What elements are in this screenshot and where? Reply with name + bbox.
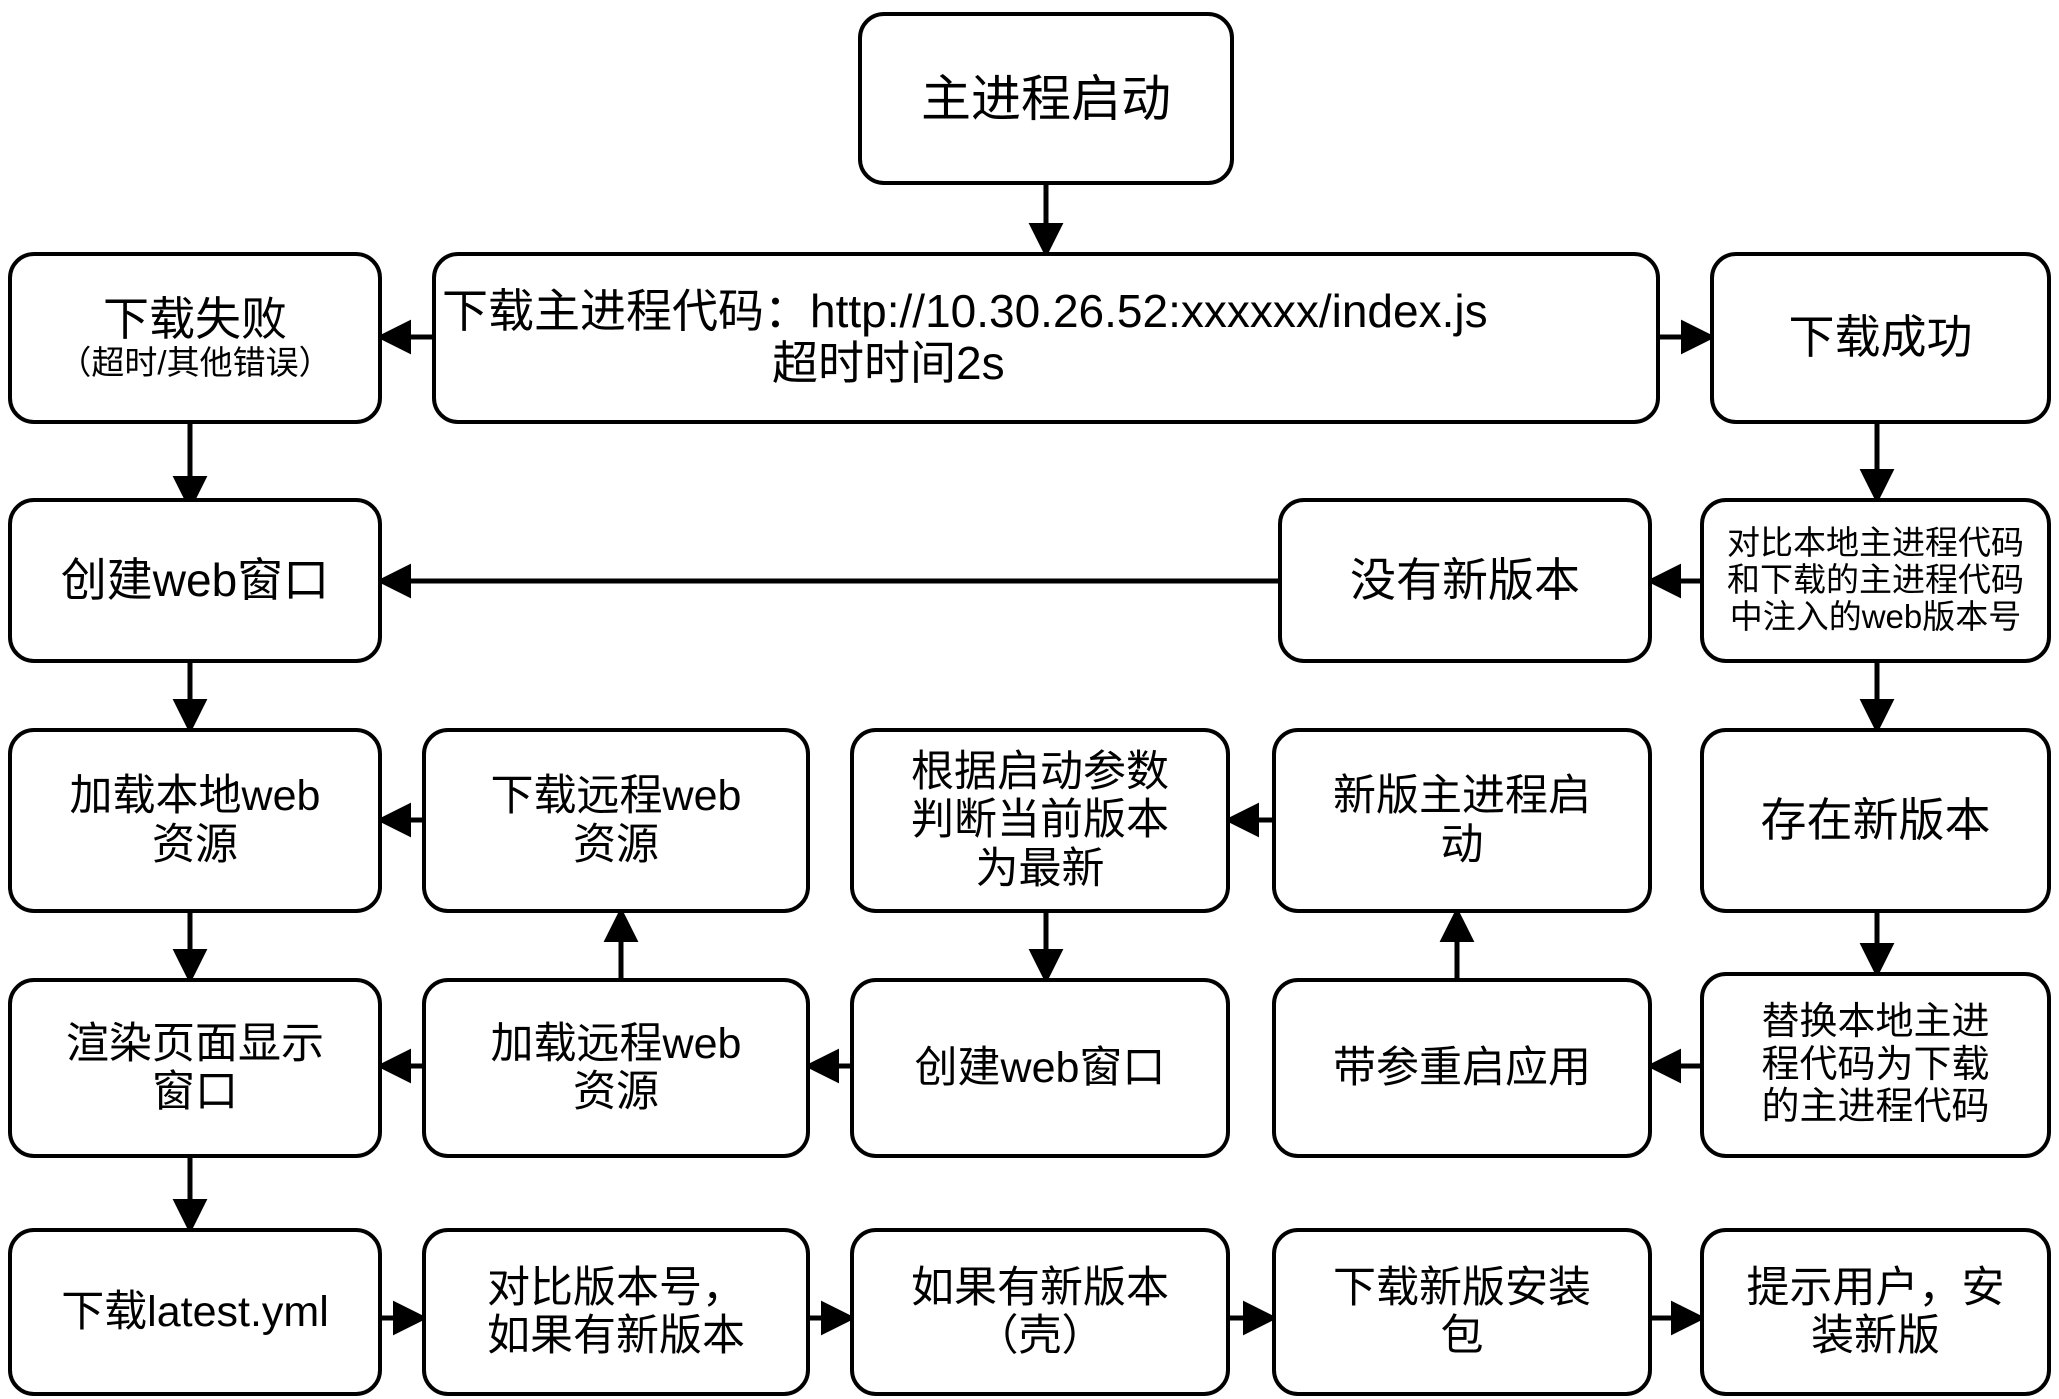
node-label: 加载本地web 资源 (69, 772, 321, 869)
node-label: 如果有新版本 （壳） (911, 1263, 1169, 1360)
node-label: 新版主进程启 动 (1333, 772, 1591, 869)
node-compare-web-version[interactable]: 对比本地主进程代码 和下载的主进程代码 中注入的web版本号 (1700, 498, 2051, 663)
node-download-success[interactable]: 下载成功 (1710, 252, 2051, 424)
node-render-page-window[interactable]: 渲染页面显示 窗口 (8, 978, 382, 1158)
node-label: 创建web窗口 (60, 553, 330, 606)
node-download-new-installer[interactable]: 下载新版安装 包 (1272, 1228, 1652, 1396)
node-label: 对比版本号， 如果有新版本 (487, 1263, 745, 1360)
node-label-line2: 超时时间2s (772, 337, 1005, 389)
node-replace-local-main-code[interactable]: 替换本地主进 程代码为下载 的主进程代码 (1700, 972, 2051, 1158)
node-label: 根据启动参数 判断当前版本 为最新 (911, 748, 1169, 893)
node-label: 下载成功 (1788, 311, 1973, 364)
node-label: 替换本地主进 程代码为下载 的主进程代码 (1761, 1001, 1990, 1129)
node-if-new-version-shell[interactable]: 如果有新版本 （壳） (850, 1228, 1230, 1396)
node-label: 带参重启应用 (1333, 1043, 1591, 1092)
node-download-main-code[interactable]: 下载主进程代码：http://10.30.26.52:xxxxxx/index.… (432, 252, 1660, 424)
node-load-local-web-resource[interactable]: 加载本地web 资源 (8, 728, 382, 913)
node-label: 对比本地主进程代码 和下载的主进程代码 中注入的web版本号 (1727, 524, 2024, 635)
node-create-web-window-1[interactable]: 创建web窗口 (8, 498, 382, 663)
node-label: 加载远程web 资源 (490, 1019, 742, 1116)
node-download-remote-web[interactable]: 下载远程web 资源 (422, 728, 810, 913)
node-label: 没有新版本 (1350, 553, 1580, 606)
node-label: 下载新版安装 包 (1333, 1263, 1591, 1360)
node-download-latest-yml[interactable]: 下载latest.yml (8, 1228, 382, 1396)
node-load-remote-web-resource[interactable]: 加载远程web 资源 (422, 978, 810, 1158)
node-prompt-user-install[interactable]: 提示用户，安 装新版 (1700, 1228, 2051, 1396)
node-no-new-version[interactable]: 没有新版本 (1278, 498, 1652, 663)
node-label: 存在新版本 (1760, 793, 1991, 846)
node-new-main-process-start[interactable]: 新版主进程启 动 (1272, 728, 1652, 913)
node-label: 提示用户，安 装新版 (1746, 1263, 2005, 1360)
node-label-line1: 下载主进程代码：http://10.30.26.52:xxxxxx/index.… (442, 286, 1488, 338)
node-label: 下载远程web 资源 (490, 772, 742, 869)
node-label: 主进程启动 (921, 70, 1171, 127)
node-restart-with-args[interactable]: 带参重启应用 (1272, 978, 1652, 1158)
node-has-new-version[interactable]: 存在新版本 (1700, 728, 2051, 913)
node-judge-current-is-latest[interactable]: 根据启动参数 判断当前版本 为最新 (850, 728, 1230, 913)
node-label: 下载latest.yml (61, 1287, 329, 1336)
node-compare-version-number[interactable]: 对比版本号， 如果有新版本 (422, 1228, 810, 1396)
node-label: 渲染页面显示 窗口 (66, 1019, 324, 1116)
download-main-code-url: http://10.30.26.52:xxxxxx/index.js (810, 285, 1488, 338)
node-download-failed[interactable]: 下载失败 （超时/其他错误） (8, 252, 382, 424)
node-label: 创建web窗口 (914, 1043, 1166, 1092)
node-sublabel: （超时/其他错误） (58, 344, 332, 382)
node-create-web-window-2[interactable]: 创建web窗口 (850, 978, 1230, 1158)
download-main-code-prefix: 下载主进程代码： (442, 285, 810, 338)
node-label: 下载失败 (103, 292, 287, 345)
node-main-process-start[interactable]: 主进程启动 (858, 12, 1234, 185)
